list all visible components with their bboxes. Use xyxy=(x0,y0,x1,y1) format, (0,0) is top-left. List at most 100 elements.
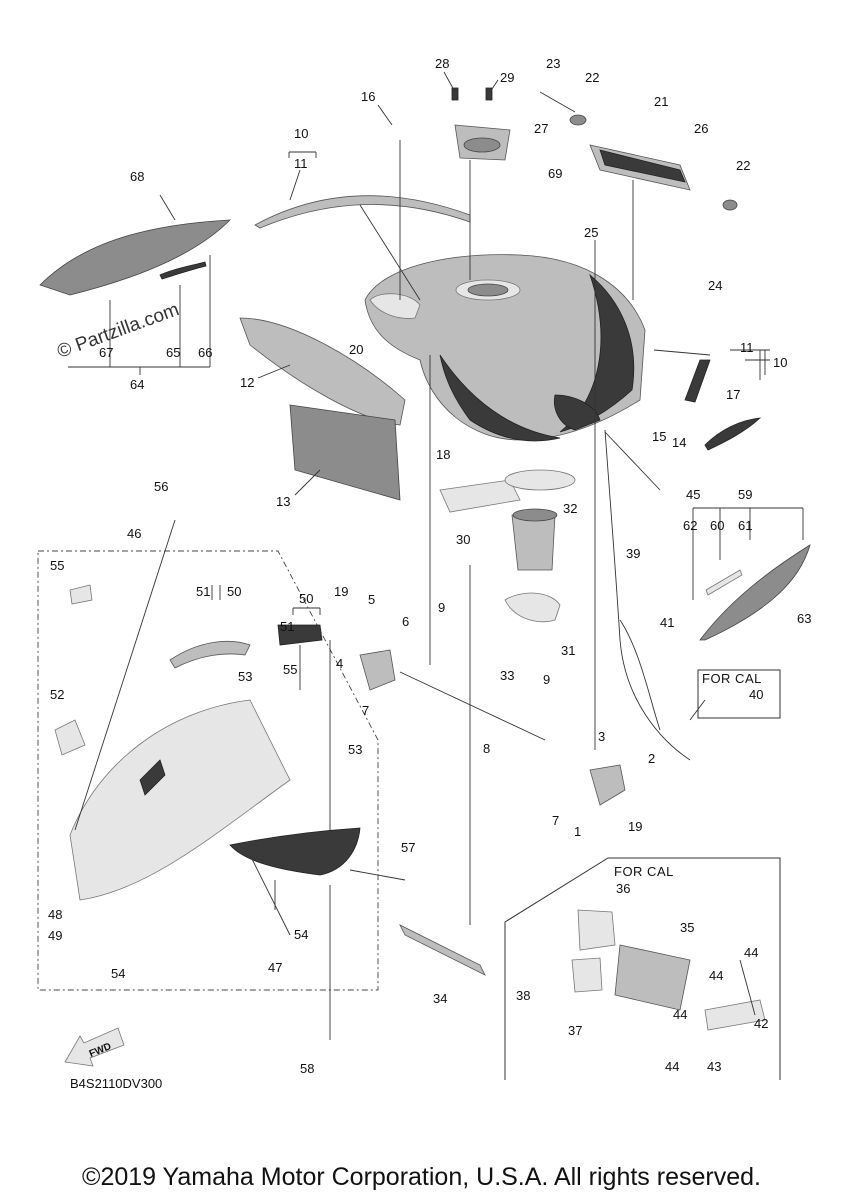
rod-8 xyxy=(399,671,546,741)
callout: 54 xyxy=(111,966,125,981)
callout: 11 xyxy=(740,340,754,355)
callout: 38 xyxy=(516,988,530,1003)
callout: 31 xyxy=(561,643,575,658)
side-cover-12 xyxy=(239,317,406,426)
callout: 9 xyxy=(438,600,445,615)
callout: 50 xyxy=(227,584,241,599)
callout: 22 xyxy=(736,158,750,173)
callout: 25 xyxy=(584,225,598,240)
callout: 42 xyxy=(754,1016,768,1031)
watermark: © Partzilla.com xyxy=(55,299,182,363)
fuel-pump-parts xyxy=(439,469,576,623)
emblem-17 xyxy=(704,417,762,451)
upper-bracket-parts xyxy=(539,91,738,211)
callout: 44 xyxy=(665,1059,679,1074)
callout: 44 xyxy=(744,945,758,960)
callout: 54 xyxy=(294,927,308,942)
callout: 4 xyxy=(336,656,343,671)
callout: 14 xyxy=(672,435,686,450)
canister-assembly xyxy=(571,909,766,1031)
strip-60 xyxy=(705,569,743,596)
callout: 1 xyxy=(574,824,581,839)
callout: 9 xyxy=(543,672,550,687)
callout: 63 xyxy=(797,611,811,626)
callout: 68 xyxy=(130,169,144,184)
callout: 22 xyxy=(585,70,599,85)
callout: 33 xyxy=(500,668,514,683)
lower-cover-54 xyxy=(229,827,361,876)
callout: 15 xyxy=(652,429,666,444)
callout: 50 xyxy=(299,591,313,606)
seat-cover-subassembly xyxy=(54,584,323,901)
callout: 65 xyxy=(166,345,180,360)
callout-labels: 1 2 3 4 5 6 7 7 8 9 9 10 10 11 11 12 13 … xyxy=(48,56,811,1076)
callout: 20 xyxy=(349,342,363,357)
callout: 12 xyxy=(240,375,254,390)
callout: 10 xyxy=(294,126,308,141)
callout: 67 xyxy=(99,345,113,360)
callout: 10 xyxy=(773,355,787,370)
hose-41 xyxy=(619,619,661,731)
callout: 57 xyxy=(401,840,415,855)
side-panel-59 xyxy=(699,544,811,641)
callout: 26 xyxy=(694,121,708,136)
callout: 53 xyxy=(348,742,362,757)
callout: 53 xyxy=(238,669,252,684)
callout: 7 xyxy=(552,813,559,828)
bracket-4 xyxy=(359,649,396,691)
for-cal-box-small xyxy=(697,669,781,719)
callout: 27 xyxy=(534,121,548,136)
callout: 61 xyxy=(738,518,752,533)
callout: 44 xyxy=(709,968,723,983)
callout: 60 xyxy=(710,518,724,533)
callout: 56 xyxy=(154,479,168,494)
callout: 16 xyxy=(361,89,375,104)
callout: 51 xyxy=(196,584,210,599)
callout: 3 xyxy=(598,729,605,744)
bar-34 xyxy=(399,924,486,976)
callout: 55 xyxy=(283,662,297,677)
cover-strip-65 xyxy=(159,261,207,280)
callout: 55 xyxy=(50,558,64,573)
callout: 23 xyxy=(546,56,560,71)
callout: 45 xyxy=(686,487,700,502)
copyright-notice: ©2019 Yamaha Motor Corporation, U.S.A. A… xyxy=(82,1163,761,1191)
fuel-tank xyxy=(364,254,646,442)
callout: 32 xyxy=(563,501,577,516)
callout: 2 xyxy=(648,751,655,766)
strip-11-right xyxy=(684,359,711,403)
side-cover-68 xyxy=(39,219,232,296)
callout: 34 xyxy=(433,991,447,1006)
grouping-brackets xyxy=(211,151,766,615)
callout: 44 xyxy=(673,1007,687,1022)
callout: 19 xyxy=(334,584,348,599)
callout: 40 xyxy=(749,687,763,702)
callout: 19 xyxy=(628,819,642,834)
callout: 41 xyxy=(660,615,674,630)
callout: 5 xyxy=(368,592,375,607)
callout: 36 xyxy=(616,881,630,896)
tank-side-strip xyxy=(254,195,471,229)
callout: 21 xyxy=(654,94,668,109)
for-cal-box-large xyxy=(504,857,781,1080)
leader-lines xyxy=(68,71,804,1040)
fuel-cap-assembly xyxy=(451,87,511,161)
callout: 66 xyxy=(198,345,212,360)
callout: 39 xyxy=(626,546,640,561)
callout: 24 xyxy=(708,278,722,293)
callout: 64 xyxy=(130,377,144,392)
callout: 6 xyxy=(402,614,409,629)
diagram-code: B4S2110DV300 xyxy=(70,1076,162,1091)
callout: 8 xyxy=(483,741,490,756)
callout: 7 xyxy=(362,703,369,718)
callout: 18 xyxy=(436,447,450,462)
dashed-assembly-box xyxy=(37,550,379,991)
callout: 49 xyxy=(48,928,62,943)
callout: 43 xyxy=(707,1059,721,1074)
callout: 37 xyxy=(568,1023,582,1038)
for-cal-label-large: FOR CAL xyxy=(614,864,674,879)
fwd-arrow-icon: FWD xyxy=(64,1027,125,1067)
callout: 47 xyxy=(268,960,282,975)
